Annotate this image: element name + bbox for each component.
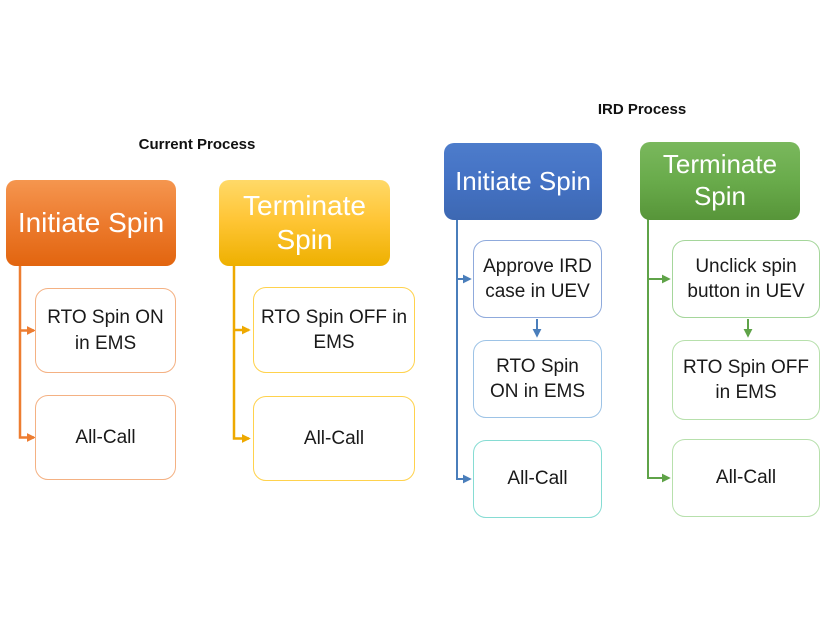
step-approve-ird-case: Approve IRD case in UEV [473,240,602,318]
header-current-terminate-spin: Terminate Spin [219,180,390,266]
step-rto-spin-off-current: RTO Spin OFF in EMS [253,287,415,373]
elbow-line [647,219,671,483]
step-all-call-ird-initiate: All-Call [473,440,602,518]
step-all-call-ird-terminate: All-Call [672,439,820,517]
current-process-title: Current Process [138,136,256,153]
header-ird-initiate-spin: Initiate Spin [444,143,602,220]
elbow-line [18,265,36,442]
header-ird-terminate-spin: Terminate Spin [640,142,800,220]
header-current-initiate-spin: Initiate Spin [6,180,176,266]
step-unclick-spin-button: Unclick spin button in UEV [672,240,820,318]
step-rto-spin-off-ird: RTO Spin OFF in EMS [672,340,820,420]
elbow-line [456,219,472,484]
elbow-line [232,265,251,443]
step-all-call-current-terminate: All-Call [253,396,415,481]
step-rto-spin-on-ird: RTO Spin ON in EMS [473,340,602,418]
ird-process-title: IRD Process [597,101,687,118]
step-all-call-current-initiate: All-Call [35,395,176,480]
connector-current-terminate [232,265,251,443]
step-rto-spin-on-current: RTO Spin ON in EMS [35,288,176,373]
connector-current-initiate [18,265,36,442]
